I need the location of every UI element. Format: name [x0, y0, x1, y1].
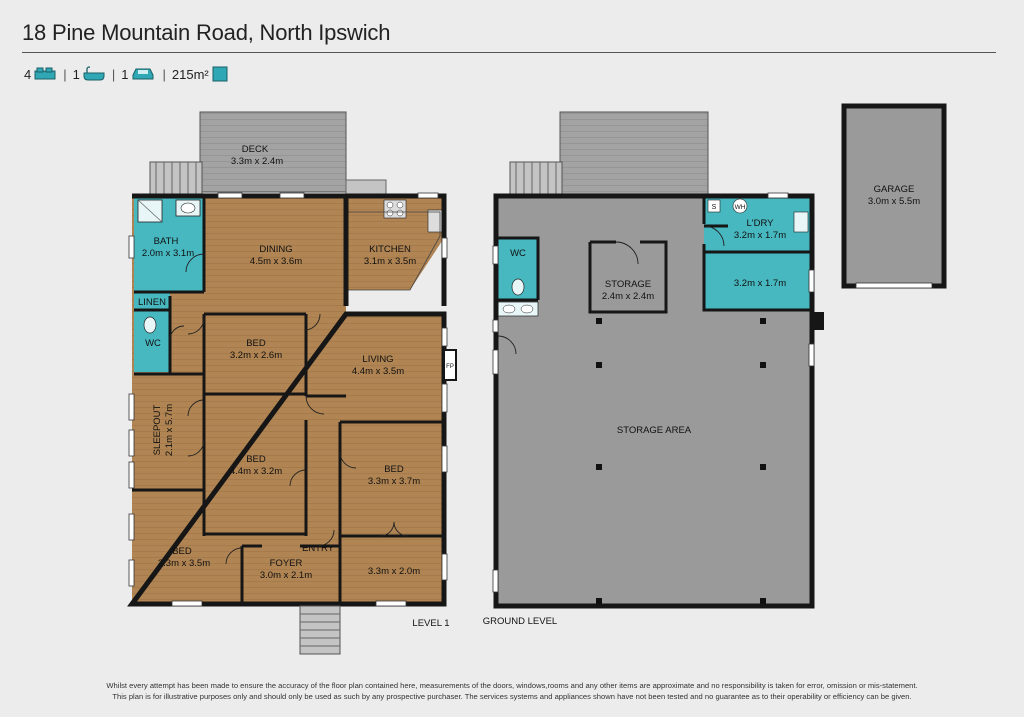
level1-label: LEVEL 1 — [412, 618, 449, 629]
deck-step-right — [345, 179, 387, 195]
level1-doors — [169, 253, 409, 565]
sleepout-label: SLEEPOUT — [152, 404, 163, 455]
disclaimer-line-1: Whilst every attempt has been made to en… — [106, 681, 918, 690]
garage-floor — [844, 106, 944, 286]
foyer-size: 3.0m x 2.1m — [260, 570, 312, 581]
linen-label: LINEN — [138, 297, 166, 308]
bed2-label: BED — [246, 454, 266, 465]
deck-label: DECK — [242, 144, 269, 155]
ground-walls — [493, 193, 815, 609]
sleepout-size: 2.1m x 5.7m — [164, 404, 175, 456]
kitchen-size: 3.1m x 3.5m — [364, 256, 416, 267]
level1-plan: DECK 3.3m x 2.4m BATH 2.0m x 3.1m DINING… — [127, 111, 457, 655]
storage-area-label: STORAGE AREA — [617, 425, 692, 436]
entry-label: ENTRY — [302, 543, 335, 554]
bed1-label: BED — [246, 338, 266, 349]
dining-size: 4.5m x 3.6m — [250, 256, 302, 267]
stats-separator: | — [63, 66, 67, 82]
stats-separator: | — [162, 66, 166, 82]
dining-label: DINING — [259, 244, 292, 255]
deck-stairs — [149, 161, 203, 195]
area-value: 215m² — [171, 66, 209, 82]
deck-area — [199, 111, 347, 193]
fireplace — [443, 349, 457, 381]
ground-interior-walls — [498, 196, 810, 314]
small-room-size: 3.3m x 2.0m — [368, 566, 420, 577]
laundry-label: L'DRY — [747, 218, 775, 229]
ground-toilet-icon — [511, 278, 525, 296]
linen-cupboard — [134, 292, 170, 310]
bed4-label: BED — [172, 546, 192, 557]
toilet-icon — [143, 316, 157, 334]
cooktop-icon — [383, 199, 407, 219]
bath-size: 2.0m x 3.1m — [142, 248, 194, 259]
ground-room-size: 3.2m x 1.7m — [734, 278, 786, 289]
garage-plan: GARAGE 3.0m x 5.5m — [841, 103, 947, 289]
laundry-size: 3.2m x 1.7m — [734, 230, 786, 241]
bed1-size: 3.2m x 2.6m — [230, 350, 282, 361]
stats-separator: | — [111, 66, 116, 82]
ground-level-label: GROUND LEVEL — [483, 616, 557, 627]
deck-size: 3.3m x 2.4m — [231, 156, 283, 167]
bed-icon — [34, 67, 56, 80]
storage-size: 2.4m x 2.4m — [602, 291, 654, 302]
foyer-label: FOYER — [270, 558, 303, 569]
hot-water-icon — [732, 198, 748, 214]
property-stats: 4 | 1 | 1 | 215m² — [24, 66, 229, 82]
area-stat: 215m² — [172, 66, 229, 82]
living-label: LIVING — [362, 354, 393, 365]
ground-windows — [492, 192, 815, 593]
fireplace-label: FP — [446, 364, 454, 370]
storage-label: STORAGE — [605, 279, 651, 290]
level1-windows — [128, 192, 448, 607]
laundry-tub-icon — [793, 211, 809, 233]
bedrooms-count: 4 — [24, 66, 32, 82]
ground-stairs — [509, 161, 563, 195]
living-size: 4.4m x 3.5m — [352, 366, 404, 377]
area-icon — [212, 66, 228, 82]
support-posts — [596, 318, 766, 604]
car-icon — [132, 68, 154, 80]
property-address: 18 Pine Mountain Road, North Ipswich — [22, 20, 391, 45]
kitchen-cutout — [346, 238, 444, 314]
bed2-size: 4.4m x 3.2m — [230, 466, 282, 477]
parking-stat: 1 — [121, 66, 156, 82]
hot-water-label: WH — [735, 204, 746, 211]
bath-label: BATH — [154, 236, 179, 247]
ground-chimney — [812, 312, 824, 330]
garage-size: 3.0m x 5.5m — [868, 196, 920, 207]
ground-plan: S WH WC STORAGE 2.4m x 2.4m L'DRY 3.2m x… — [483, 111, 824, 627]
bed4-size: 3.3m x 3.5m — [158, 558, 210, 569]
bathrooms-count: 1 — [72, 66, 80, 82]
garage-door — [855, 282, 933, 289]
bedrooms-stat: 4 — [24, 66, 57, 82]
kitchen-label: KITCHEN — [369, 244, 411, 255]
disclaimer-line-2: This plan is for illustrative purposes o… — [112, 692, 912, 701]
wc-label: WC — [145, 338, 161, 349]
upper-deck-outline — [559, 111, 709, 195]
bathrooms-stat: 1 — [73, 66, 106, 82]
bed3-size: 3.3m x 3.7m — [368, 476, 420, 487]
laundry-s-box — [707, 199, 721, 213]
ground-wc-label: WC — [510, 248, 526, 259]
bed3-label: BED — [384, 464, 404, 475]
header-divider — [22, 52, 996, 53]
ground-doors — [497, 225, 725, 355]
laundry-s-label: S — [712, 204, 717, 211]
garage-label: GARAGE — [874, 184, 915, 195]
parking-count: 1 — [121, 66, 129, 82]
bath-icon — [83, 66, 105, 81]
